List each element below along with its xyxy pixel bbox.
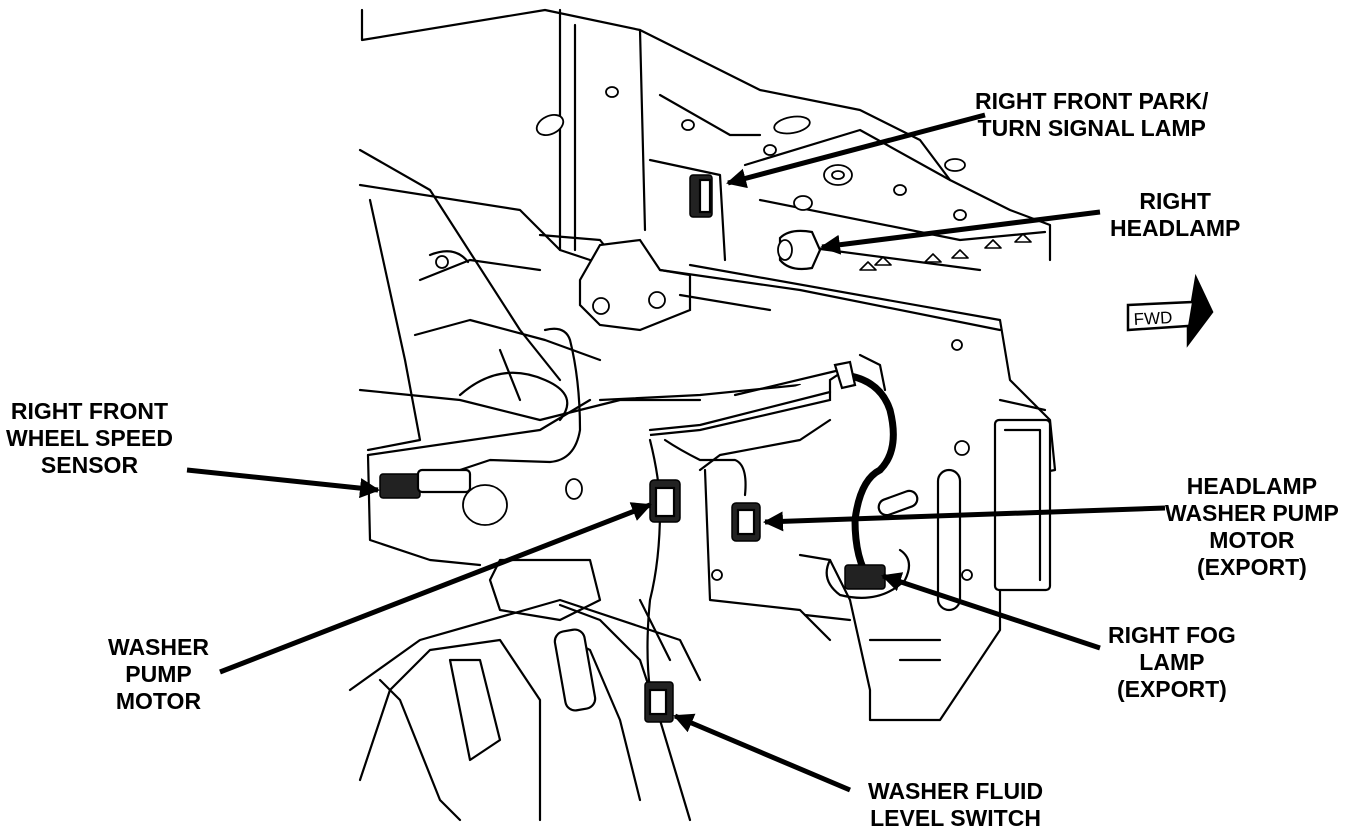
fluid-level-switch-connector	[644, 681, 674, 723]
fog-lamp-connector	[844, 564, 886, 590]
leader-arrows	[186, 112, 1166, 793]
label-wheel-speed-sensor: RIGHT FRONT WHEEL SPEED SENSOR	[6, 398, 173, 478]
wheel-speed-sensor-connector	[379, 468, 472, 499]
arrow-headlamp	[820, 209, 1101, 255]
arrow-park-turn	[726, 112, 986, 189]
fwd-label: FWD	[1133, 308, 1173, 329]
mounting-bracket	[578, 238, 1002, 332]
arrow-fluid-level	[673, 713, 851, 793]
headlamp-connector	[777, 229, 822, 271]
washer-pump-motor-connector	[649, 479, 681, 523]
label-washer-fluid-level-switch: WASHER FLUID LEVEL SWITCH	[868, 778, 1044, 831]
radiator-support-panel	[598, 263, 1057, 722]
park-turn-lamp-connector	[689, 174, 713, 218]
label-right-headlamp: RIGHT HEADLAMP	[1110, 188, 1241, 241]
headlamp-washer-pump-connector	[731, 502, 761, 542]
arrow-washer-pump	[219, 502, 652, 675]
wiring-harness	[458, 327, 911, 692]
label-right-fog-lamp: RIGHT FOG LAMP (EXPORT)	[1108, 622, 1236, 702]
arrow-fog-lamp	[881, 572, 1101, 651]
arrow-wheel-speed	[186, 467, 380, 499]
label-washer-pump-motor: WASHER PUMP MOTOR	[108, 634, 209, 714]
label-park-turn-signal-lamp: RIGHT FRONT PARK/ TURN SIGNAL LAMP	[975, 88, 1209, 141]
vehicle-body-structure	[348, 8, 1057, 822]
arrow-headlamp-washer	[763, 505, 1166, 532]
fwd-arrow-icon: FWD	[1126, 273, 1214, 348]
label-headlamp-washer-pump-motor: HEADLAMP WASHER PUMP MOTOR (EXPORT)	[1165, 473, 1339, 580]
lower-frame	[348, 398, 702, 822]
fastener-row	[859, 233, 1032, 271]
